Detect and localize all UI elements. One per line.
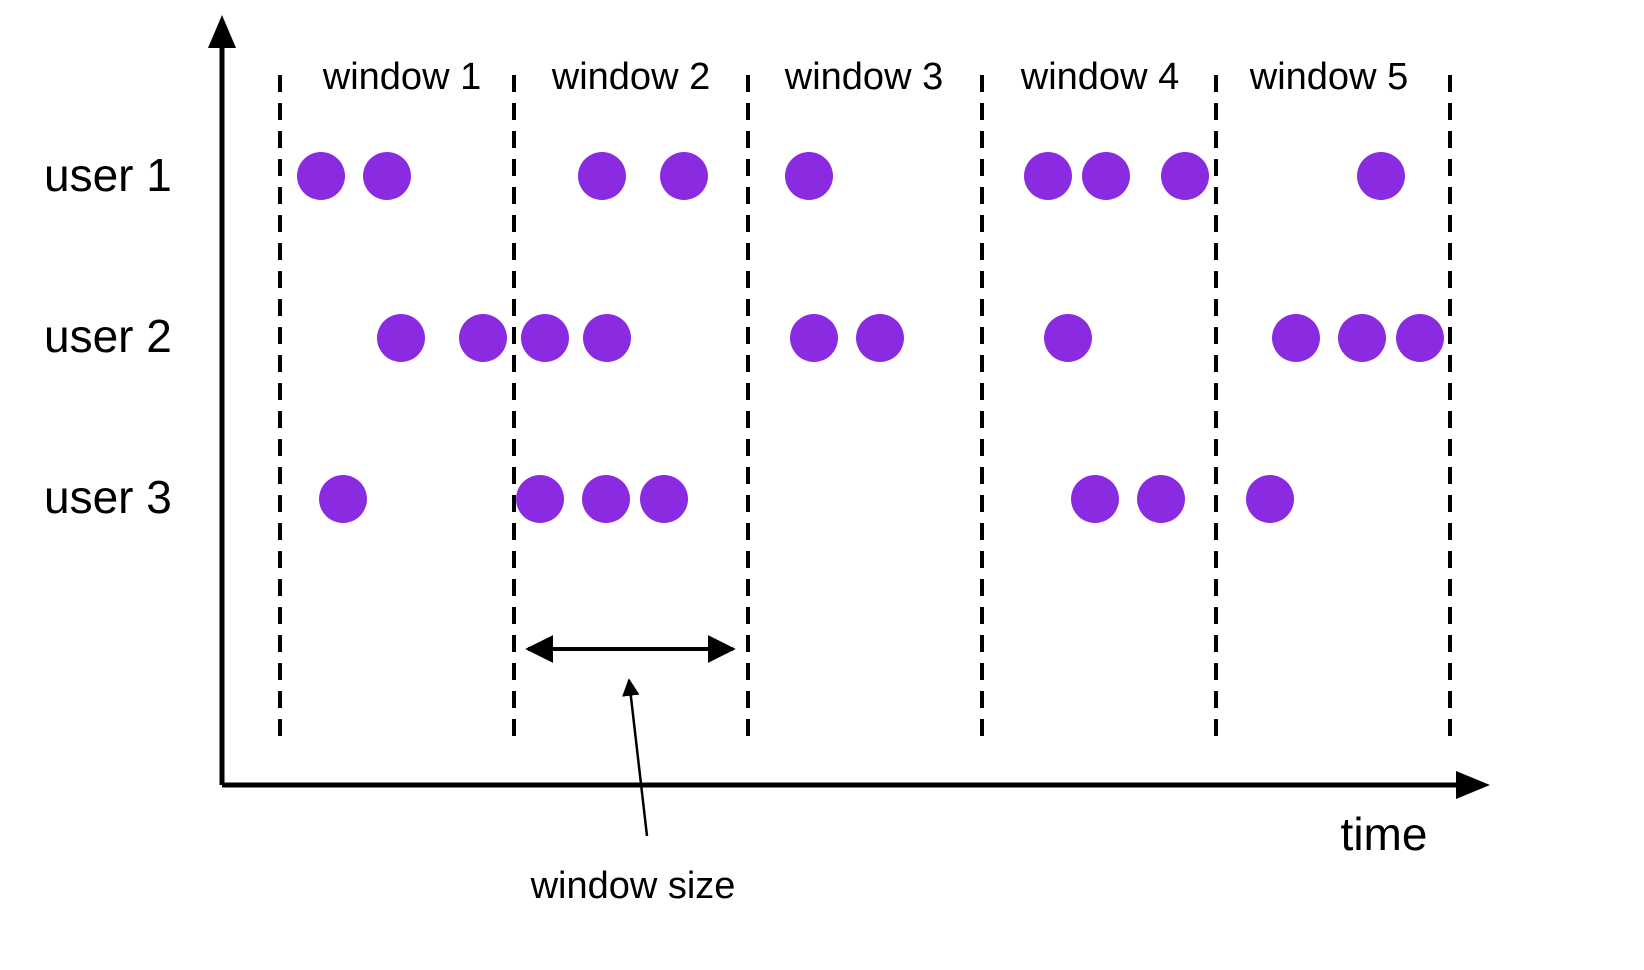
window-label-2: window 2 xyxy=(551,56,710,98)
event-dot xyxy=(582,475,630,523)
window-dividers xyxy=(278,75,1452,742)
window-size-pointer xyxy=(622,678,649,837)
events-user-1 xyxy=(297,152,1405,200)
window-size-label: window size xyxy=(530,865,736,907)
x-axis-label: time xyxy=(1341,808,1428,860)
window-label-1: window 1 xyxy=(322,56,481,98)
event-dot xyxy=(1396,314,1444,362)
user-label-1: user 1 xyxy=(44,149,172,201)
event-dot xyxy=(297,152,345,200)
event-dot xyxy=(516,475,564,523)
event-dot xyxy=(1338,314,1386,362)
event-dot xyxy=(521,314,569,362)
event-dot xyxy=(790,314,838,362)
user-label-3: user 3 xyxy=(44,471,172,523)
event-dot xyxy=(640,475,688,523)
window-label-3: window 3 xyxy=(784,56,943,98)
event-dot xyxy=(1357,152,1405,200)
event-dot xyxy=(1137,475,1185,523)
event-dot xyxy=(319,475,367,523)
event-dot xyxy=(1272,314,1320,362)
y-axis-arrowhead xyxy=(208,15,236,48)
event-dot xyxy=(1071,475,1119,523)
event-dot xyxy=(1161,152,1209,200)
event-dot xyxy=(1024,152,1072,200)
event-dot xyxy=(583,314,631,362)
events-user-2 xyxy=(377,314,1444,362)
user-label-2: user 2 xyxy=(44,310,172,362)
event-dot xyxy=(1082,152,1130,200)
event-dot xyxy=(363,152,411,200)
x-axis-arrowhead xyxy=(1456,771,1490,799)
event-dot xyxy=(1044,314,1092,362)
events-user-3 xyxy=(319,475,1294,523)
window-label-5: window 5 xyxy=(1249,56,1408,98)
event-dot xyxy=(459,314,507,362)
event-dot xyxy=(1246,475,1294,523)
event-dot xyxy=(660,152,708,200)
window-label-4: window 4 xyxy=(1020,56,1179,98)
event-dot xyxy=(785,152,833,200)
event-dot xyxy=(578,152,626,200)
event-dot xyxy=(377,314,425,362)
event-dot xyxy=(856,314,904,362)
